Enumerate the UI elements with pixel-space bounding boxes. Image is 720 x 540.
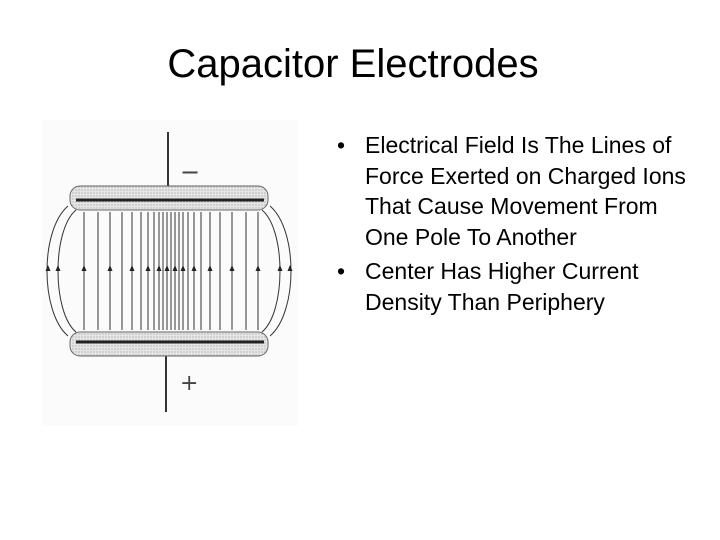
negative-terminal-label: − [180, 158, 200, 186]
field-arrow-icon [164, 265, 170, 271]
field-arrow-icon [172, 265, 178, 271]
field-arrow-icon [145, 265, 151, 271]
field-arrow-icon [55, 265, 61, 271]
field-arrow-icon [277, 265, 283, 271]
bullet-item-1: • Electrical Field Is The Lines of Force… [337, 130, 707, 252]
bullet-marker: • [337, 258, 346, 284]
field-arrow-icon [255, 265, 261, 271]
bullet-list: • Electrical Field Is The Lines of Force… [337, 130, 707, 321]
capacitor-electrodes-diagram: − + [42, 120, 298, 426]
positive-electrode [69, 331, 269, 357]
slide-title: Capacitor Electrodes [167, 42, 539, 86]
negative-electrode [69, 185, 269, 211]
field-arrow-icon [180, 265, 186, 271]
field-arrow-icon [107, 265, 113, 271]
field-arrow-icon [81, 265, 87, 271]
field-arrow-icon [129, 265, 135, 271]
capacitor-diagram-svg: − + [42, 120, 298, 426]
field-arrow-icon [156, 265, 162, 271]
figure-background [42, 120, 298, 426]
electric-field-lines [45, 205, 293, 337]
field-arrow-icon [287, 265, 293, 271]
bullet-text: Electrical Field Is The Lines of Force E… [365, 132, 686, 250]
field-arrow-icon [229, 265, 235, 271]
bullet-item-2: • Center Has Higher Current Density Than… [337, 256, 707, 317]
bullet-text: Center Has Higher Current Density Than P… [365, 258, 639, 315]
field-arrow-icon [207, 265, 213, 271]
positive-terminal-label: + [180, 371, 198, 396]
bullet-marker: • [337, 132, 346, 158]
field-arrow-icon [191, 265, 197, 271]
field-arrow-icon [45, 265, 51, 271]
